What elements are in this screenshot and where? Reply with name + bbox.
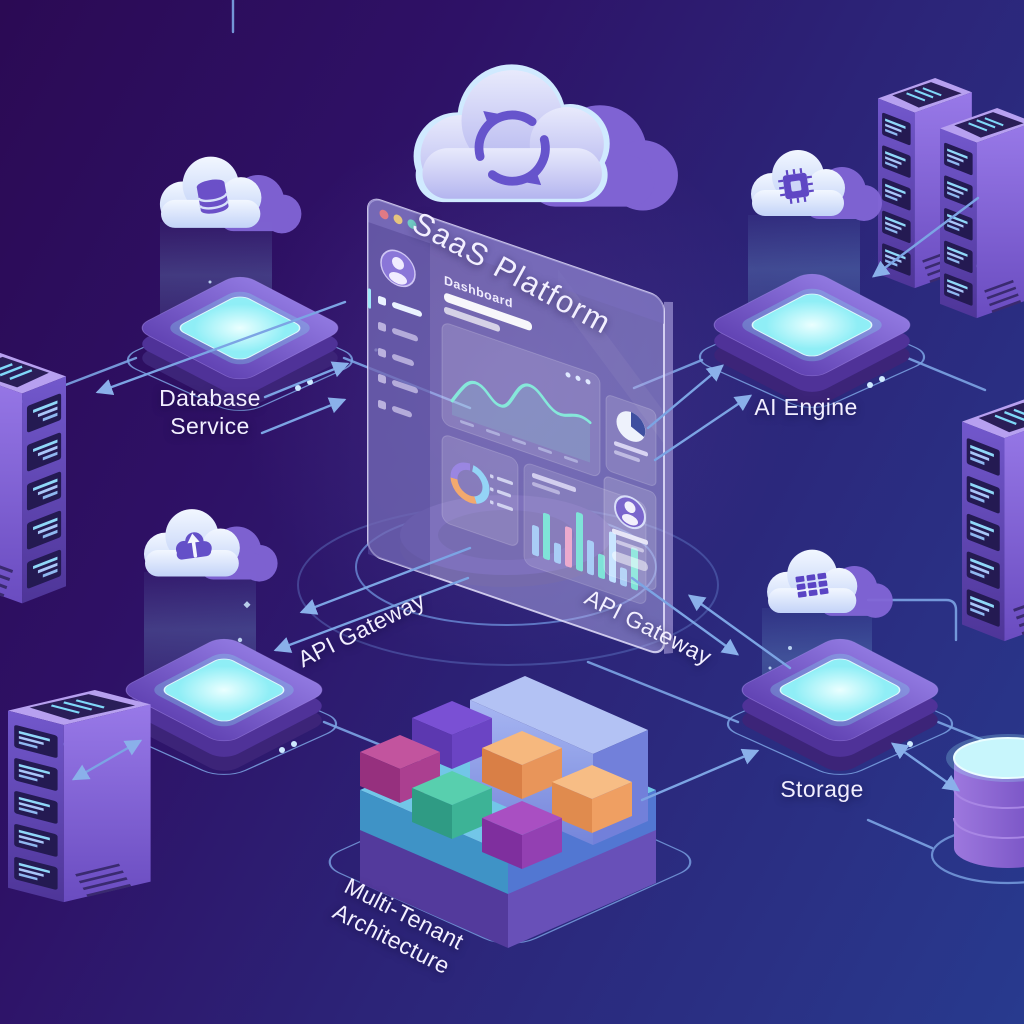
api-gateway-cloud	[143, 509, 278, 582]
avatar	[380, 249, 416, 288]
cube-magenta-left	[360, 735, 440, 803]
profile-card	[603, 476, 657, 590]
storage-cloud	[767, 549, 893, 618]
window-titlebar	[368, 199, 664, 324]
flow-arrows	[71, 196, 980, 802]
bar-chart-card	[523, 463, 647, 604]
cloud-upload-icon	[175, 532, 212, 560]
multi-tenant-stack	[360, 676, 656, 948]
close-icon[interactable]	[379, 208, 389, 220]
ai-engine-label: AI Engine	[754, 394, 858, 420]
sidebar-menu[interactable]	[378, 295, 422, 422]
chip-icon	[778, 168, 814, 204]
maximize-icon[interactable]	[407, 218, 417, 230]
saas-cloud	[413, 64, 678, 211]
minimize-icon[interactable]	[393, 213, 403, 225]
cube-magenta-front	[482, 801, 562, 869]
database-icon	[196, 179, 229, 214]
donut-chart-card	[441, 435, 519, 546]
server-rack-bottom-left	[8, 690, 151, 902]
pie-stats-card	[605, 395, 657, 486]
database-cloud	[159, 156, 302, 234]
cube-teal	[412, 771, 492, 839]
server-rack-left	[0, 352, 66, 603]
server-rack-top-right-2	[940, 108, 1024, 318]
ai-platform	[705, 269, 919, 411]
cube-purple	[412, 701, 492, 769]
pie-chart	[631, 412, 646, 438]
database-service-label: Database Service	[159, 385, 261, 440]
line-chart-card	[441, 323, 601, 477]
window-controls[interactable]	[379, 208, 417, 230]
ai-cloud	[751, 150, 882, 221]
dashboard-monitor: Dashboard	[367, 198, 673, 654]
dashboard-sidebar	[368, 222, 430, 576]
tenant-cubes	[360, 701, 632, 869]
dashboard-main: Dashboard	[441, 273, 657, 604]
sync-icon	[474, 110, 550, 186]
database-cylinder	[930, 734, 1024, 885]
storage-label: Storage	[780, 776, 864, 802]
server-rack-right	[962, 398, 1024, 641]
storage-grid-icon	[795, 572, 829, 598]
